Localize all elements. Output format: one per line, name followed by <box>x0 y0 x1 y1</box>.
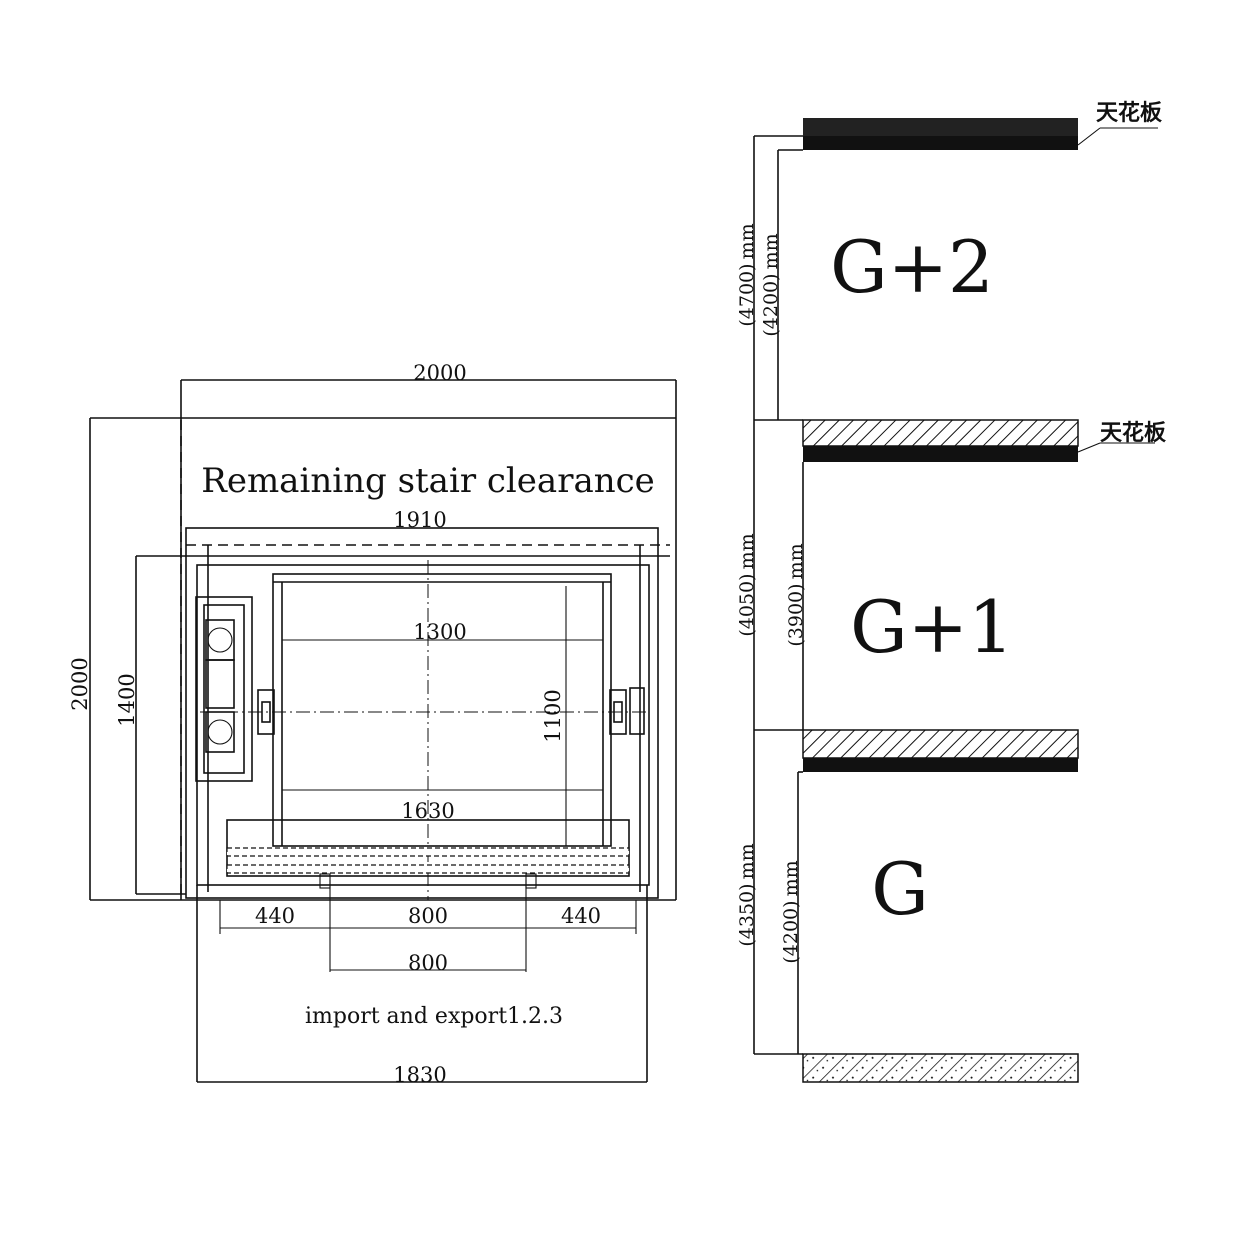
dim-car-height: 1400 <box>115 673 139 726</box>
dim-inner-width: 1910 <box>393 508 446 532</box>
dim-door-opening: 800 <box>408 951 448 975</box>
floor-g1-clear: 3900 <box>785 591 807 639</box>
rail-left <box>257 689 275 735</box>
svg-text:(4200)mm: (4200)mm <box>780 860 802 963</box>
ground-slab <box>802 1053 1079 1083</box>
floor-label-g2: G+2 <box>830 225 994 309</box>
slab-2 <box>803 446 1078 462</box>
dim-left-height: 2000 <box>68 657 92 710</box>
floor-g-clear: 4200 <box>780 908 802 956</box>
slab-3 <box>803 758 1078 772</box>
floor-label-g: G <box>871 847 929 931</box>
entrance-label: import and export1.2.3 <box>305 1004 563 1029</box>
svg-text:(4350)mm: (4350)mm <box>736 843 758 946</box>
plan-title: Remaining stair clearance <box>201 461 655 501</box>
counterweight <box>195 596 253 782</box>
svg-text:(4700)mm: (4700)mm <box>736 223 758 326</box>
dim-top-width: 2000 <box>413 361 466 385</box>
dim-bottom-width: 1830 <box>393 1063 446 1087</box>
ceiling-label-top: 天花板 <box>1096 100 1163 126</box>
shaft-inner <box>185 527 659 899</box>
rail-right <box>609 687 645 735</box>
floor-label-g1: G+1 <box>850 585 1014 669</box>
floor-g-total: 4350 <box>736 891 758 939</box>
dim-sill-width: 1630 <box>401 799 454 823</box>
svg-text:(4200)mm: (4200)mm <box>760 233 782 336</box>
slab-3-hatch <box>802 729 1079 759</box>
plan-view: 2000 Remaining stair clearance 1910 1300… <box>68 361 677 1087</box>
slab-top <box>803 136 1078 150</box>
dim-cabin-width: 1300 <box>413 620 466 644</box>
svg-text:(4050)mm: (4050)mm <box>736 533 758 636</box>
floor-g2-total: 4700 <box>736 271 758 319</box>
dim-door-center: 800 <box>408 904 448 928</box>
ceiling-label-mid: 天花板 <box>1100 420 1167 446</box>
dim-left-side: 440 <box>255 904 295 928</box>
cabin <box>272 573 612 847</box>
section-view: 天花板 天花板 G+2 G+1 G (4700)mm (4200)mm (405… <box>736 100 1167 1083</box>
slab-2-hatch <box>802 419 1079 447</box>
car-frame <box>196 564 650 886</box>
svg-text:(3900)mm: (3900)mm <box>785 543 807 646</box>
floor-g1-total: 4050 <box>736 581 758 629</box>
slab-top-hatch <box>803 118 1078 138</box>
dim-right-side: 440 <box>561 904 601 928</box>
dim-cabin-depth: 1100 <box>541 689 565 742</box>
floor-g2-clear: 4200 <box>760 281 782 329</box>
